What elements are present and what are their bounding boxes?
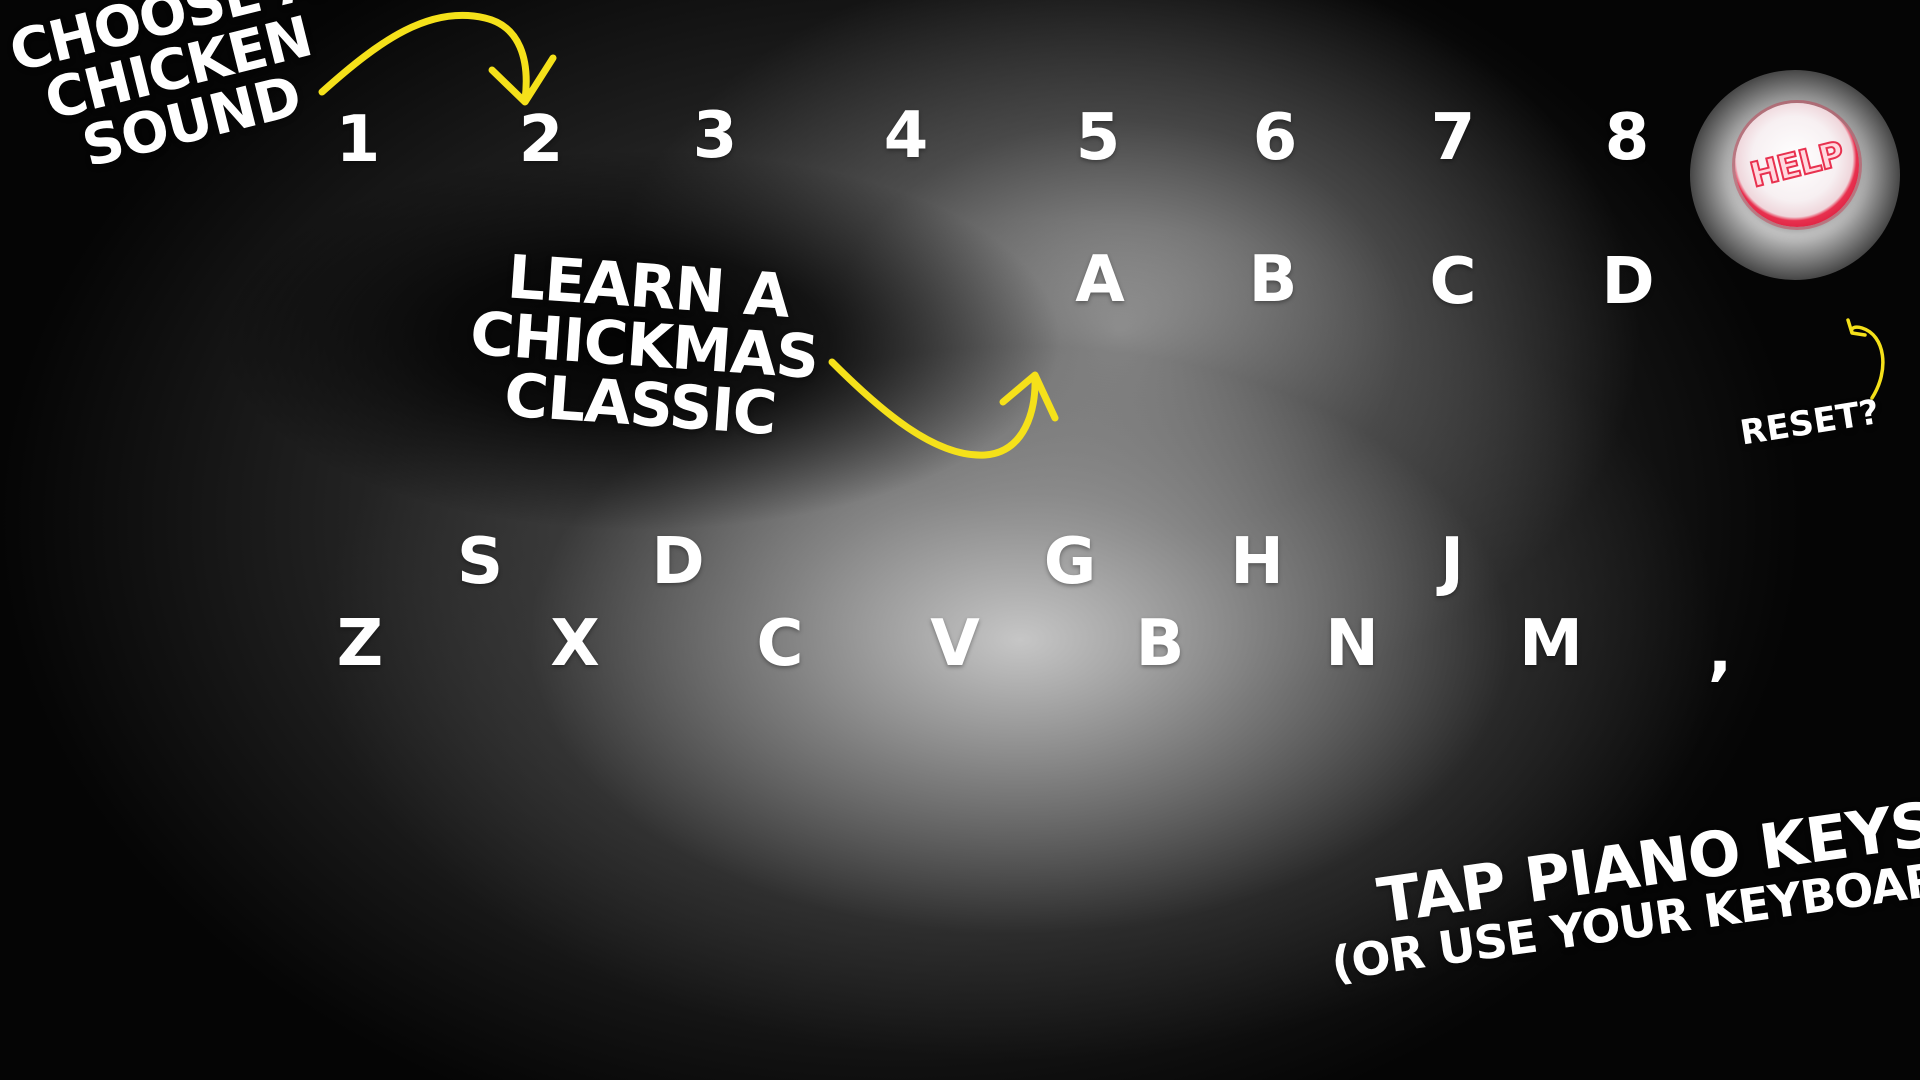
piano-key-s[interactable]: S xyxy=(456,525,504,599)
reset-arrow-icon xyxy=(1846,318,1885,400)
sound-key-4[interactable]: 4 xyxy=(883,99,929,173)
sound-key-2[interactable]: 2 xyxy=(518,103,564,177)
piano-key-x[interactable]: X xyxy=(550,607,600,681)
song-key-a[interactable]: A xyxy=(1075,243,1125,317)
piano-key-comma[interactable]: , xyxy=(1707,615,1733,689)
reset-button[interactable]: RESET? xyxy=(1737,392,1882,454)
sound-key-6[interactable]: 6 xyxy=(1252,101,1298,175)
sound-key-7[interactable]: 7 xyxy=(1430,101,1476,175)
piano-key-b[interactable]: B xyxy=(1135,607,1185,681)
sound-key-1[interactable]: 1 xyxy=(335,103,381,177)
piano-key-j[interactable]: J xyxy=(1440,525,1464,599)
choose-arrow-icon xyxy=(318,11,557,106)
song-key-b[interactable]: B xyxy=(1248,243,1298,317)
piano-key-d[interactable]: D xyxy=(651,525,705,599)
sound-key-3[interactable]: 3 xyxy=(692,99,738,173)
learn-song-caption: LEARN A CHICKMAS CLASSIC xyxy=(464,242,824,448)
choose-sound-caption: CHOOSE A CHICKEN SOUND xyxy=(4,0,352,188)
tap-instructions: TAP PIANO KEYS (OR USE YOUR KEYBOARD) xyxy=(1320,787,1920,990)
learn-arrow-icon xyxy=(828,358,1059,459)
piano-key-h[interactable]: H xyxy=(1230,525,1284,599)
song-key-d[interactable]: D xyxy=(1601,245,1655,319)
piano-key-m[interactable]: M xyxy=(1519,607,1583,681)
piano-key-n[interactable]: N xyxy=(1325,607,1379,681)
help-label: HELP xyxy=(1745,133,1848,197)
piano-key-z[interactable]: Z xyxy=(336,607,384,681)
sound-key-8[interactable]: 8 xyxy=(1604,101,1650,175)
piano-key-c[interactable]: C xyxy=(756,607,804,681)
piano-key-g[interactable]: G xyxy=(1043,525,1097,599)
song-key-c[interactable]: C xyxy=(1429,245,1477,319)
piano-key-v[interactable]: V xyxy=(930,607,980,681)
sound-key-5[interactable]: 5 xyxy=(1075,101,1121,175)
help-button[interactable]: HELP xyxy=(1735,103,1859,227)
